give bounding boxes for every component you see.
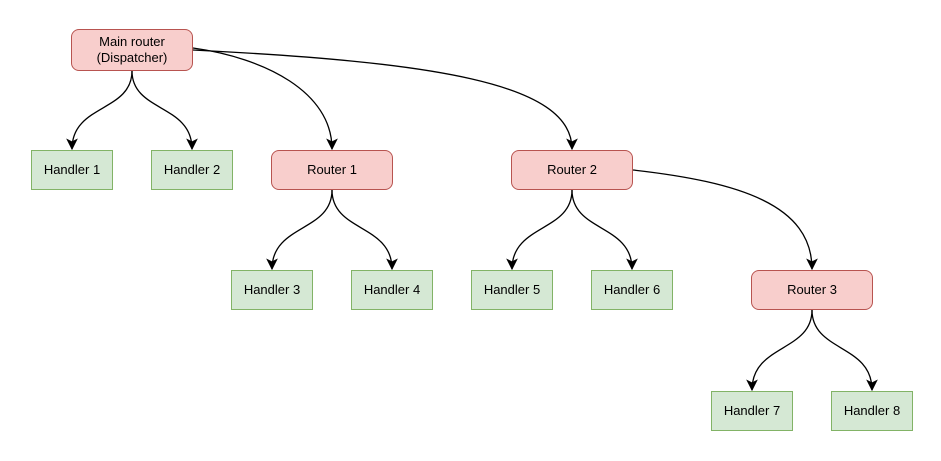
node-handler-8: Handler 8 bbox=[831, 391, 913, 431]
node-handler-2-label: Handler 2 bbox=[163, 161, 221, 177]
node-handler-1: Handler 1 bbox=[31, 150, 113, 190]
node-main-router: Main router (Dispatcher) bbox=[71, 29, 193, 71]
edge-main-to-handler1 bbox=[66, 70, 133, 151]
node-main-router-label: Main router (Dispatcher) bbox=[96, 33, 168, 65]
node-handler-1-label: Handler 1 bbox=[43, 161, 101, 177]
node-handler-2: Handler 2 bbox=[151, 150, 233, 190]
node-router-2: Router 2 bbox=[511, 150, 633, 190]
node-router-2-label: Router 2 bbox=[547, 161, 597, 177]
node-handler-4: Handler 4 bbox=[351, 270, 433, 310]
node-router-1: Router 1 bbox=[271, 150, 393, 190]
edge-router3-to-handler8 bbox=[811, 309, 878, 392]
node-router-1-label: Router 1 bbox=[307, 161, 357, 177]
node-handler-7-label: Handler 7 bbox=[723, 402, 781, 418]
edge-router2-to-handler6 bbox=[571, 189, 638, 271]
node-handler-8-label: Handler 8 bbox=[843, 402, 901, 418]
edge-router3-to-handler7 bbox=[746, 309, 813, 392]
node-handler-3: Handler 3 bbox=[231, 270, 313, 310]
edge-router1-to-handler4 bbox=[331, 189, 398, 271]
edge-main-to-router1 bbox=[192, 47, 338, 151]
node-router-3-label: Router 3 bbox=[787, 281, 837, 297]
node-handler-5-label: Handler 5 bbox=[483, 281, 541, 297]
edge-main-to-handler2 bbox=[131, 70, 198, 151]
node-handler-5: Handler 5 bbox=[471, 270, 553, 310]
edge-router2-to-router3 bbox=[632, 169, 818, 271]
node-router-3: Router 3 bbox=[751, 270, 873, 310]
node-handler-6: Handler 6 bbox=[591, 270, 673, 310]
node-handler-3-label: Handler 3 bbox=[243, 281, 301, 297]
node-handler-6-label: Handler 6 bbox=[603, 281, 661, 297]
edge-router2-to-handler5 bbox=[506, 189, 573, 271]
node-handler-4-label: Handler 4 bbox=[363, 281, 421, 297]
node-handler-7: Handler 7 bbox=[711, 391, 793, 431]
edge-main-to-router2 bbox=[192, 49, 578, 151]
edge-router1-to-handler3 bbox=[266, 189, 333, 271]
